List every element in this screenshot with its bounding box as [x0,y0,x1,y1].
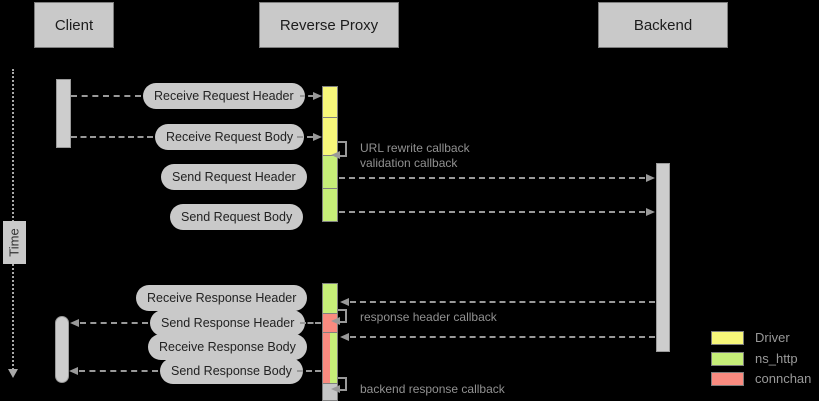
proxy-segment-split-nshttp [330,333,337,383]
proxy-segment-split-recv-resp-body [322,332,338,384]
msg8-line-left [79,370,158,372]
msg7-line [350,336,655,338]
participant-backend-label: Backend [633,16,693,34]
callback-label-response-header: response header callback [360,310,497,324]
msg6-line-left [80,322,148,324]
time-axis-line [12,69,14,370]
participant-reverse-proxy: Reverse Proxy [259,2,399,48]
message-pill-receive-response-body: Receive Response Body [148,334,307,360]
message-pill-receive-response-header: Receive Response Header [136,285,308,311]
msg2-line-right [297,136,313,138]
msg8-line-right [297,370,321,372]
legend-swatch-ns-http [711,352,744,366]
proxy-segment-nshttp-recv-resp-header [322,283,338,314]
msg5-line [350,301,655,303]
msg3-line [339,177,645,179]
proxy-segment-driver-recv-req-header [322,86,338,118]
msg8-arrowhead-icon [69,367,78,375]
time-axis-label-box: Time [3,221,26,264]
msg7-arrowhead-icon [340,333,349,341]
msg2-arrowhead-icon [313,133,322,141]
message-label: Send Response Header [161,316,295,330]
callback-label-validation: validation callback [360,156,458,170]
participant-client: Client [34,2,114,48]
proxy-segment-nshttp-send-req-body [322,188,338,222]
callback-loop-backend-response-arrowhead-icon [331,385,340,393]
participant-client-label: Client [54,16,94,34]
callback-label-backend-response: backend response callback [360,382,505,396]
msg1-line-right [300,95,313,97]
message-pill-receive-request-body: Receive Request Body [155,124,305,150]
participant-backend: Backend [598,2,728,48]
msg3-arrowhead-icon [646,174,655,182]
message-label: Send Response Body [171,364,292,378]
client-activation-response [55,316,69,383]
legend-swatch-driver [711,331,744,345]
msg2-line-left [71,136,153,138]
backend-activation [656,163,670,352]
message-label: Send Request Body [181,210,293,224]
callback-loop-url-rewrite-arrowhead-icon [331,151,340,159]
message-label: Receive Response Header [147,291,297,305]
msg1-line-left [71,95,141,97]
legend-label-connchan: connchan [755,371,812,386]
legend-label-ns-http: ns_http [755,351,798,366]
callback-loop-url-rewrite [338,141,347,157]
proxy-segment-split-connchan [323,333,330,383]
message-pill-send-request-header: Send Request Header [161,164,307,190]
message-label: Receive Request Body [166,130,294,144]
msg6-line-right [300,322,321,324]
callback-loop-response-header [338,309,347,323]
msg4-line [339,211,645,213]
message-pill-send-request-body: Send Request Body [170,204,304,230]
message-label: Receive Request Header [154,89,294,103]
participant-reverse-proxy-label: Reverse Proxy [279,16,379,34]
callback-loop-response-header-arrowhead-icon [331,317,340,325]
message-label: Receive Response Body [159,340,296,354]
legend-swatch-connchan [711,372,744,386]
client-activation-request [56,79,71,148]
callback-loop-backend-response [338,377,347,391]
message-pill-send-response-body: Send Response Body [160,358,303,384]
time-axis-label: Time [7,228,22,257]
message-pill-send-response-header: Send Response Header [150,310,306,336]
time-axis-arrowhead-icon [8,369,18,378]
msg1-arrowhead-icon [313,92,322,100]
msg4-arrowhead-icon [646,208,655,216]
callback-label-url-rewrite: URL rewrite callback [360,141,470,155]
message-label: Send Request Header [172,170,296,184]
message-pill-receive-request-header: Receive Request Header [143,83,305,109]
legend-label-driver: Driver [755,330,790,345]
msg6-arrowhead-icon [70,319,79,327]
proxy-segment-nshttp-send-req-header [322,155,338,189]
msg5-arrowhead-icon [340,298,349,306]
